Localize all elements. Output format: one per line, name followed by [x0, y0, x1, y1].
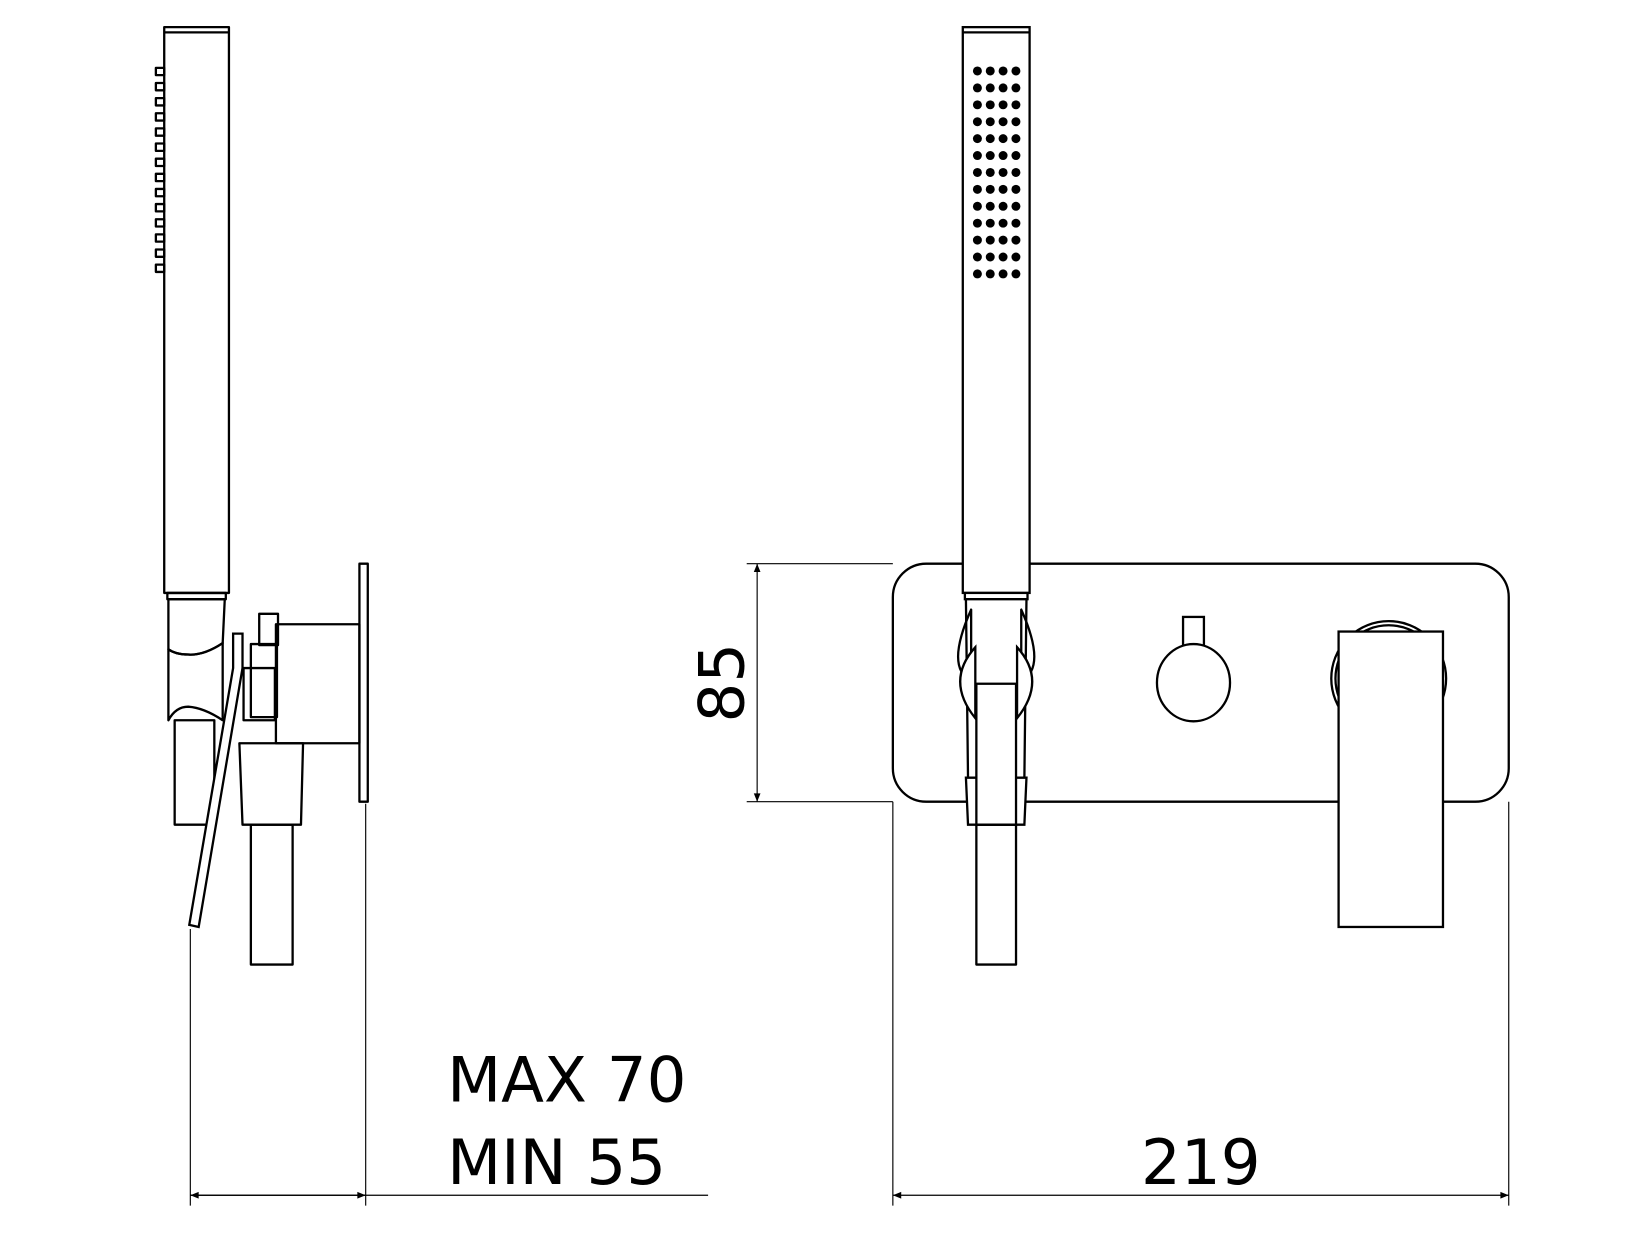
spray-nozzle — [972, 235, 982, 245]
depth-max-label: MAX 70 — [447, 1043, 686, 1116]
spray-nozzle — [972, 252, 982, 262]
side-nozzle — [154, 172, 166, 183]
spray-nozzle — [1011, 235, 1021, 245]
spray-nozzle — [998, 269, 1008, 279]
width-label: 219 — [1141, 1126, 1261, 1199]
height-dimension: 85 — [686, 563, 893, 803]
depth-min-label: MIN 55 — [447, 1126, 666, 1199]
spray-nozzle — [972, 269, 982, 279]
spray-nozzle — [985, 218, 995, 228]
spray-nozzle — [985, 184, 995, 194]
height-label: 85 — [686, 643, 759, 723]
spray-nozzles — [972, 66, 1021, 279]
spray-nozzle — [998, 201, 1008, 211]
side-nozzle — [154, 202, 166, 213]
spray-nozzle — [1011, 100, 1021, 110]
side-nozzle — [154, 96, 166, 107]
side-lever — [187, 632, 244, 929]
spray-nozzle — [998, 252, 1008, 262]
spray-nozzle — [1011, 252, 1021, 262]
spray-nozzle — [972, 184, 982, 194]
spray-nozzle — [985, 201, 995, 211]
spray-nozzle — [985, 235, 995, 245]
side-nozzle — [154, 112, 166, 122]
spray-nozzle — [998, 66, 1008, 76]
spray-nozzle — [1011, 151, 1021, 161]
spray-nozzle — [998, 100, 1008, 110]
spray-nozzle — [1011, 134, 1021, 144]
side-nozzles — [154, 66, 166, 274]
side-holder — [166, 591, 227, 826]
spray-nozzle — [998, 235, 1008, 245]
spray-nozzle — [985, 151, 995, 161]
spray-nozzle — [972, 83, 982, 93]
spray-nozzle — [998, 218, 1008, 228]
spray-nozzle — [985, 269, 995, 279]
spray-nozzle — [1011, 184, 1021, 194]
side-nozzle — [154, 157, 166, 168]
spray-nozzle — [985, 100, 995, 110]
spray-nozzle — [972, 201, 982, 211]
front-view: 85 219 — [686, 25, 1510, 1206]
spray-nozzle — [1011, 83, 1021, 93]
mixer-lever — [1330, 619, 1448, 929]
spray-nozzle — [998, 167, 1008, 177]
side-hand-shower — [154, 25, 231, 595]
spray-nozzle — [1011, 218, 1021, 228]
diverter-knob — [1155, 615, 1232, 723]
side-valve-body — [238, 562, 369, 966]
spray-nozzle — [985, 134, 995, 144]
spray-nozzle — [1011, 269, 1021, 279]
spray-nozzle — [1011, 201, 1021, 211]
side-view: MAX 70 MIN 55 — [154, 25, 709, 1206]
spray-nozzle — [985, 117, 995, 127]
spray-nozzle — [985, 252, 995, 262]
spray-nozzle — [998, 134, 1008, 144]
spray-nozzle — [985, 83, 995, 93]
side-nozzle — [154, 263, 166, 274]
side-nozzle — [154, 66, 166, 77]
side-nozzle — [154, 187, 166, 198]
spray-nozzle — [1011, 66, 1021, 76]
depth-dimension: MAX 70 MIN 55 — [189, 803, 709, 1206]
spray-nozzle — [998, 184, 1008, 194]
spray-nozzle — [972, 134, 982, 144]
spray-nozzle — [972, 117, 982, 127]
spray-nozzle — [1011, 117, 1021, 127]
spray-nozzle — [985, 167, 995, 177]
wall-plate — [891, 562, 1510, 803]
side-nozzle — [154, 218, 166, 228]
spray-nozzle — [972, 167, 982, 177]
spray-nozzle — [998, 83, 1008, 93]
side-nozzle — [154, 248, 166, 258]
front-hand-shower — [956, 25, 1036, 966]
spray-nozzle — [998, 151, 1008, 161]
spray-nozzle — [972, 151, 982, 161]
side-nozzle — [154, 127, 166, 137]
spray-nozzle — [972, 218, 982, 228]
spray-nozzle — [1011, 167, 1021, 177]
spray-nozzle — [998, 117, 1008, 127]
side-nozzle — [154, 81, 166, 92]
spray-nozzle — [972, 66, 982, 76]
spray-nozzle — [972, 100, 982, 110]
side-nozzle — [154, 233, 166, 243]
spray-nozzle — [985, 66, 995, 76]
side-nozzle — [154, 142, 166, 152]
width-dimension: 219 — [892, 801, 1510, 1206]
